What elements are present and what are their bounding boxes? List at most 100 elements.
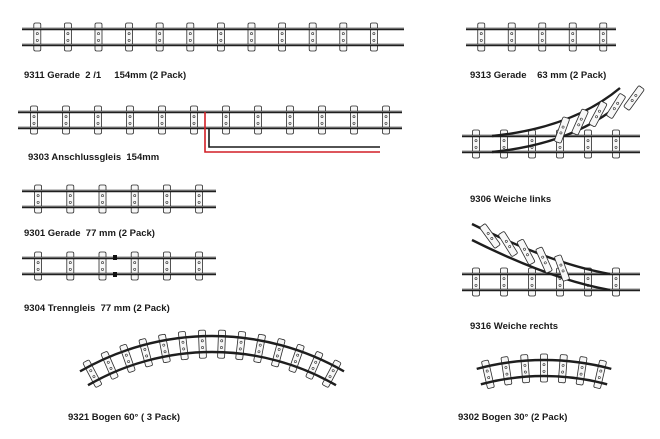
sleeper-bolt: [133, 261, 137, 265]
sleeper-bolt: [561, 269, 565, 273]
sleeper-body: [500, 267, 508, 297]
sleeper-bolt: [257, 350, 261, 354]
sleeper-body: [571, 108, 589, 136]
sleeper-bolt: [238, 347, 242, 351]
feeder-wire-black: [208, 128, 380, 148]
sleeper-bolt: [502, 283, 506, 287]
sleeper: [584, 267, 592, 297]
sleeper: [520, 354, 530, 384]
label-9316-weiche-rechts: 9316 Weiche rechts: [470, 321, 558, 332]
sleeper-bolt: [542, 363, 546, 367]
sleeper-body: [198, 329, 207, 359]
sleeper-bolt: [101, 261, 104, 265]
sleeper-body: [308, 22, 317, 52]
sleeper-bolt: [504, 366, 508, 369]
rail-insulator: [113, 255, 117, 260]
sleeper: [130, 184, 139, 214]
track-9321-bogen-60: [79, 329, 345, 388]
sleeper-bolt: [165, 261, 169, 265]
sleeper-bolt: [580, 366, 584, 369]
sleeper-bolt: [314, 360, 318, 364]
sleeper-bolt: [258, 343, 262, 347]
track-9304-trenngleis: [22, 251, 216, 281]
sleeper-body: [162, 184, 171, 214]
sleeper-bolt: [543, 261, 547, 265]
sleeper: [66, 251, 75, 281]
sleeper-body: [98, 184, 107, 214]
sleeper-bolt: [127, 32, 131, 36]
track-9303-anschlussgleis: [18, 105, 402, 153]
sleeper-bolt: [275, 354, 279, 358]
sleeper: [178, 331, 189, 361]
sleeper-body: [612, 267, 620, 297]
sleeper-bolt: [474, 283, 478, 287]
sleeper-bolt: [188, 32, 192, 36]
sleeper-bolt: [280, 32, 284, 36]
sleeper-bolt: [474, 139, 478, 143]
label-9303-anschlussgleis: 9303 Anschlussgleis 154mm: [28, 152, 159, 163]
sleeper-bolt: [106, 360, 110, 364]
sleeper-body: [554, 116, 570, 144]
sleeper-body: [62, 105, 70, 135]
sleeper-bolt: [558, 283, 562, 287]
sleeper: [318, 105, 326, 135]
sleeper-bolt: [540, 32, 544, 36]
sleeper-bolt: [614, 145, 618, 149]
sleeper-bolt: [579, 372, 583, 376]
sleeper-bolt: [127, 360, 130, 363]
sleeper-bolt: [163, 350, 167, 354]
sleeper-bolt: [526, 253, 529, 257]
sleeper: [558, 354, 568, 384]
sleeper-bolt: [89, 369, 93, 373]
sleeper: [190, 105, 198, 135]
sleeper-bolt: [502, 139, 506, 143]
sleeper: [126, 105, 134, 135]
sleeper-bolt: [220, 339, 224, 343]
rail: [480, 374, 608, 386]
sleeper-body: [479, 223, 501, 249]
sleeper: [500, 356, 513, 386]
sleeper-bolt: [219, 38, 223, 42]
track-9301-gerade: [22, 184, 216, 214]
sleeper-bolt: [502, 145, 506, 149]
sleeper: [125, 22, 134, 52]
sleeper-body: [339, 22, 348, 52]
sleeper-bolt: [328, 375, 332, 379]
sleeper-bolt: [384, 115, 388, 119]
sleeper-body: [155, 22, 164, 52]
sleeper-bolt: [197, 200, 201, 204]
sleeper: [369, 22, 378, 52]
sleeper-bolt: [384, 121, 388, 125]
sleeper-bolt: [487, 376, 491, 379]
sleeper-body: [178, 331, 189, 361]
sleeper: [571, 108, 589, 136]
sleeper-body: [216, 22, 225, 52]
sleeper: [33, 22, 42, 52]
sleeper-bolt: [32, 115, 36, 119]
sleeper: [64, 22, 72, 52]
sleeper: [34, 251, 42, 281]
sleeper-bolt: [616, 101, 620, 105]
sleeper: [308, 22, 317, 52]
sleeper-bolt: [352, 115, 356, 119]
sleeper: [535, 246, 553, 274]
rail-insulator: [113, 272, 117, 277]
sleeper-bolt: [571, 32, 575, 36]
sleeper: [217, 329, 226, 359]
sleeper-bolt: [192, 121, 196, 125]
sleeper-bolt: [559, 263, 563, 267]
rail: [476, 358, 612, 371]
sleeper-body: [599, 22, 608, 52]
sleeper-bolt: [197, 194, 201, 198]
sleeper-body: [186, 22, 195, 52]
sleeper-bolt: [96, 115, 100, 119]
sleeper-bolt: [490, 237, 494, 240]
sleeper-bolt: [485, 369, 489, 373]
sleeper-bolt: [133, 194, 137, 198]
sleeper-bolt: [505, 372, 509, 376]
sleeper-bolt: [634, 94, 638, 97]
sleeper-bolt: [36, 261, 40, 265]
sleeper-bolt: [35, 38, 39, 42]
sleeper-body: [34, 184, 42, 214]
sleeper-bolt: [239, 340, 243, 344]
